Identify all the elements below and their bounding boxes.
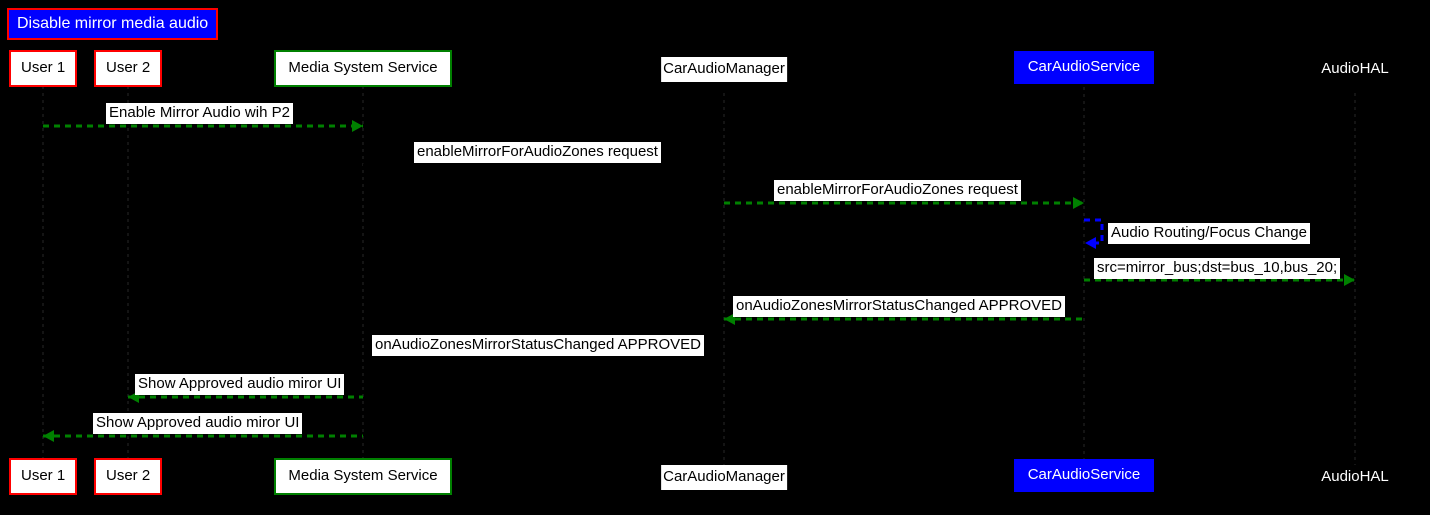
- message-label-m9: Show Approved audio miror UI: [93, 413, 303, 434]
- participant-cam-bottom[interactable]: CarAudioManager: [661, 465, 787, 490]
- participant-cas-bottom[interactable]: CarAudioService: [1014, 459, 1154, 492]
- message-arrows-group: [43, 120, 1355, 442]
- participant-mss-bottom[interactable]: Media System Service: [274, 458, 452, 495]
- participant-user1-top[interactable]: User 1: [9, 50, 77, 87]
- message-label-m7: onAudioZonesMirrorStatusChanged APPROVED: [372, 335, 705, 356]
- message-arrow-m1: [43, 120, 363, 132]
- message-arrow-m3: [724, 197, 1084, 209]
- message-arrow-m6: [724, 313, 1084, 325]
- message-label-m6: onAudioZonesMirrorStatusChanged APPROVED: [733, 296, 1066, 317]
- message-label-m5: src=mirror_bus;dst=bus_10,bus_20;: [1094, 258, 1341, 279]
- message-label-m8: Show Approved audio miror UI: [135, 374, 345, 395]
- message-arrow-m4: [1084, 218, 1104, 249]
- message-label-m3: enableMirrorForAudioZones request: [774, 180, 1021, 201]
- participant-cam-top[interactable]: CarAudioManager: [661, 57, 787, 82]
- diagram-title-banner: Disable mirror media audio: [7, 8, 219, 40]
- participant-user2-top[interactable]: User 2: [94, 50, 162, 87]
- participant-cas-top[interactable]: CarAudioService: [1014, 51, 1154, 84]
- participant-hal-top[interactable]: AudioHAL: [1321, 60, 1389, 77]
- participant-hal-bottom[interactable]: AudioHAL: [1321, 468, 1389, 485]
- message-arrow-m5: [1084, 274, 1355, 286]
- message-label-m2: enableMirrorForAudioZones request: [414, 142, 661, 163]
- participant-user1-bottom[interactable]: User 1: [9, 458, 77, 495]
- participant-user2-bottom[interactable]: User 2: [94, 458, 162, 495]
- message-label-m4: Audio Routing/Focus Change: [1108, 223, 1310, 244]
- message-arrow-m9: [43, 430, 363, 442]
- participant-mss-top[interactable]: Media System Service: [274, 50, 452, 87]
- message-label-m1: Enable Mirror Audio wih P2: [106, 103, 293, 124]
